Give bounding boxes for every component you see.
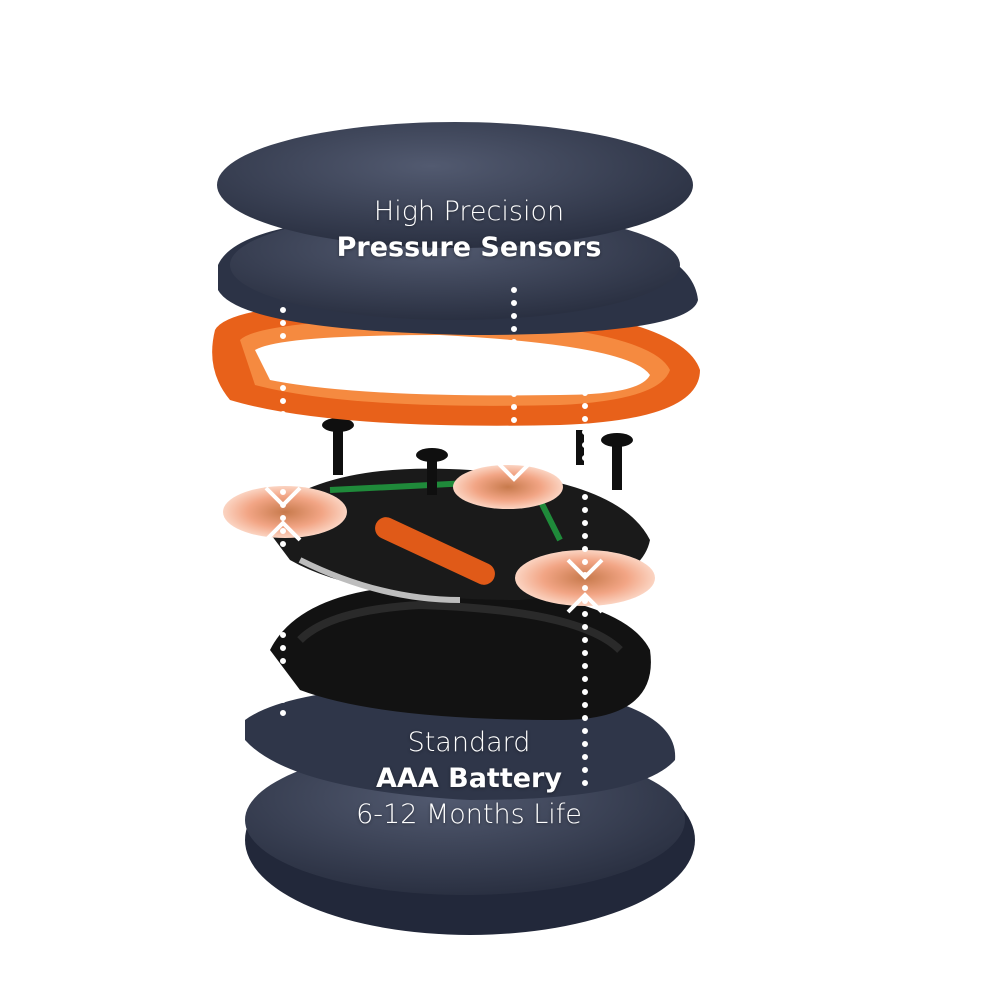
arrow-markers xyxy=(264,460,604,614)
sensor-label-line1: High Precision xyxy=(373,196,565,227)
screws xyxy=(322,418,633,495)
dotted-guide-lines xyxy=(280,287,588,793)
sensor-middle xyxy=(453,465,563,509)
sensor-left xyxy=(223,486,347,538)
battery-label-line2: AAA Battery xyxy=(376,763,562,794)
battery-callout: Standard AAA Battery 6-12 Months Life xyxy=(269,725,669,833)
battery-chassis xyxy=(270,585,651,720)
sensor-label-line2: Pressure Sensors xyxy=(336,232,602,263)
top-shell xyxy=(217,122,693,248)
battery-label-line3: 6-12 Months Life xyxy=(356,799,582,830)
sensor-callout: High Precision Pressure Sensors xyxy=(269,194,669,266)
battery-label-line1: Standard xyxy=(407,727,531,758)
